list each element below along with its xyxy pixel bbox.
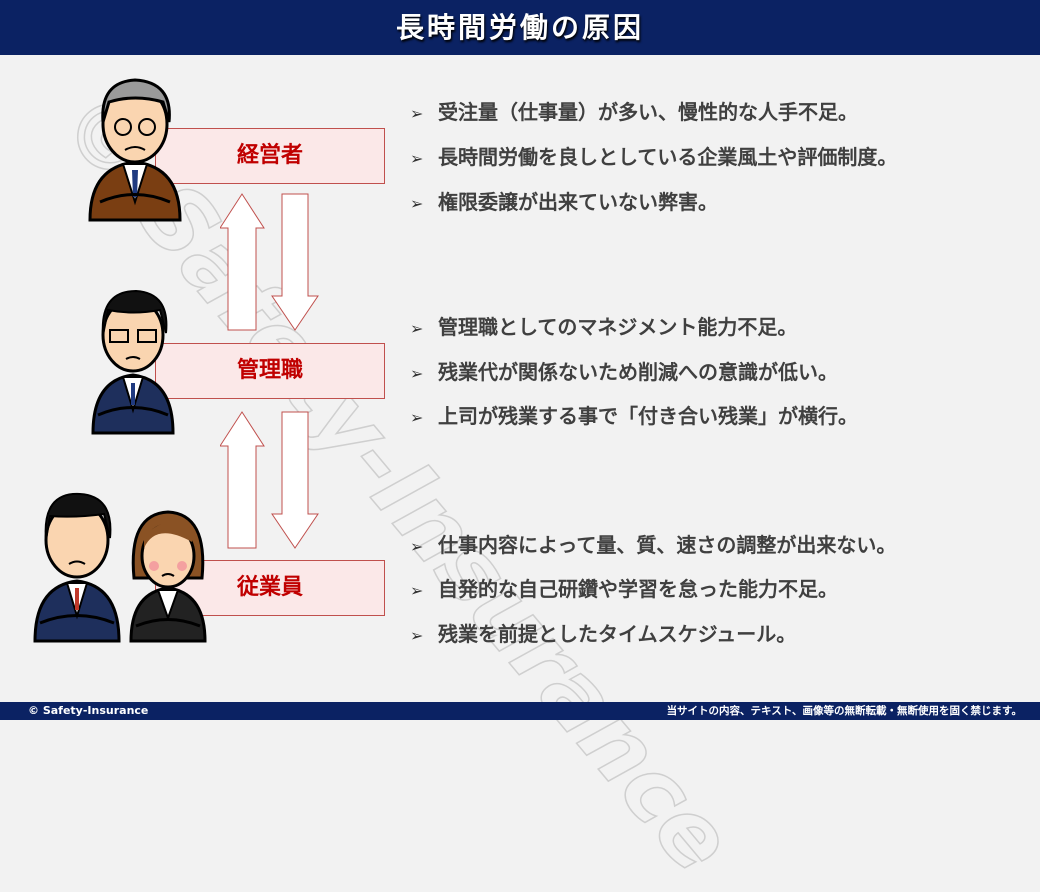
list-item: ➢ 受注量（仕事量）が多い、慢性的な人手不足。: [410, 97, 858, 127]
bullet-arrow-icon: ➢: [410, 104, 424, 123]
list-item: ➢ 権限委譲が出来ていない弊害。: [410, 187, 718, 217]
down-arrow-icon: [271, 411, 319, 549]
bullet-text: 受注量（仕事量）が多い、慢性的な人手不足。: [438, 100, 858, 124]
footer: © Safety-Insurance 当サイトの内容、テキスト、画像等の無断転載…: [0, 702, 1040, 720]
bullet-text: 自発的な自己研鑽や学習を怠った能力不足。: [438, 577, 838, 601]
bullet-arrow-icon: ➢: [410, 626, 424, 645]
page-title: 長時間労働の原因: [0, 0, 1040, 55]
manager-illustration: [91, 289, 175, 435]
list-item: ➢ 管理職としてのマネジメント能力不足。: [410, 312, 797, 342]
bullet-text: 仕事内容によって量、質、速さの調整が出来ない。: [438, 533, 897, 557]
bullet-arrow-icon: ➢: [410, 364, 424, 383]
bullet-text: 上司が残業する事で「付き合い残業」が横行。: [438, 404, 858, 428]
bullet-text: 残業代が関係ないため削減への意識が低い。: [438, 360, 838, 384]
bullet-arrow-icon: ➢: [410, 537, 424, 556]
executive-illustration: [88, 78, 182, 222]
up-arrow-icon: [220, 193, 265, 331]
bullet-arrow-icon: ➢: [410, 408, 424, 427]
list-item: ➢ 長時間労働を良しとしている企業風土や評価制度。: [410, 142, 897, 172]
down-arrow-icon: [271, 193, 319, 331]
bullet-text: 管理職としてのマネジメント能力不足。: [438, 315, 798, 339]
bullet-text: 残業を前提としたタイムスケジュール。: [438, 622, 797, 646]
bullet-arrow-icon: ➢: [410, 319, 424, 338]
role-box-executive: 経営者: [155, 128, 385, 184]
role-box-manager: 管理職: [155, 343, 385, 399]
bullet-arrow-icon: ➢: [410, 581, 424, 600]
role-box-employee: 従業員: [155, 560, 385, 616]
up-arrow-icon: [220, 411, 265, 549]
bullet-arrow-icon: ➢: [410, 149, 424, 168]
arrows: [220, 193, 319, 549]
list-item: ➢ 上司が残業する事で「付き合い残業」が横行。: [410, 401, 858, 431]
copyright: © Safety-Insurance: [28, 704, 149, 717]
usage-notice: 当サイトの内容、テキスト、画像等の無断転載・無断使用を固く禁じます。: [666, 705, 1022, 717]
male-employee-illustration: [33, 492, 121, 643]
bullet-text: 長時間労働を良しとしている企業風土や評価制度。: [438, 145, 898, 169]
female-employee-illustration: [129, 510, 207, 643]
list-item: ➢ 自発的な自己研鑽や学習を怠った能力不足。: [410, 574, 838, 604]
list-item: ➢ 残業を前提としたタイムスケジュール。: [410, 619, 796, 649]
list-item: ➢ 残業代が関係ないため削減への意識が低い。: [410, 357, 838, 387]
list-item: ➢ 仕事内容によって量、質、速さの調整が出来ない。: [410, 530, 896, 560]
bullet-text: 権限委譲が出来ていない弊害。: [438, 190, 718, 214]
bullet-arrow-icon: ➢: [410, 194, 424, 213]
